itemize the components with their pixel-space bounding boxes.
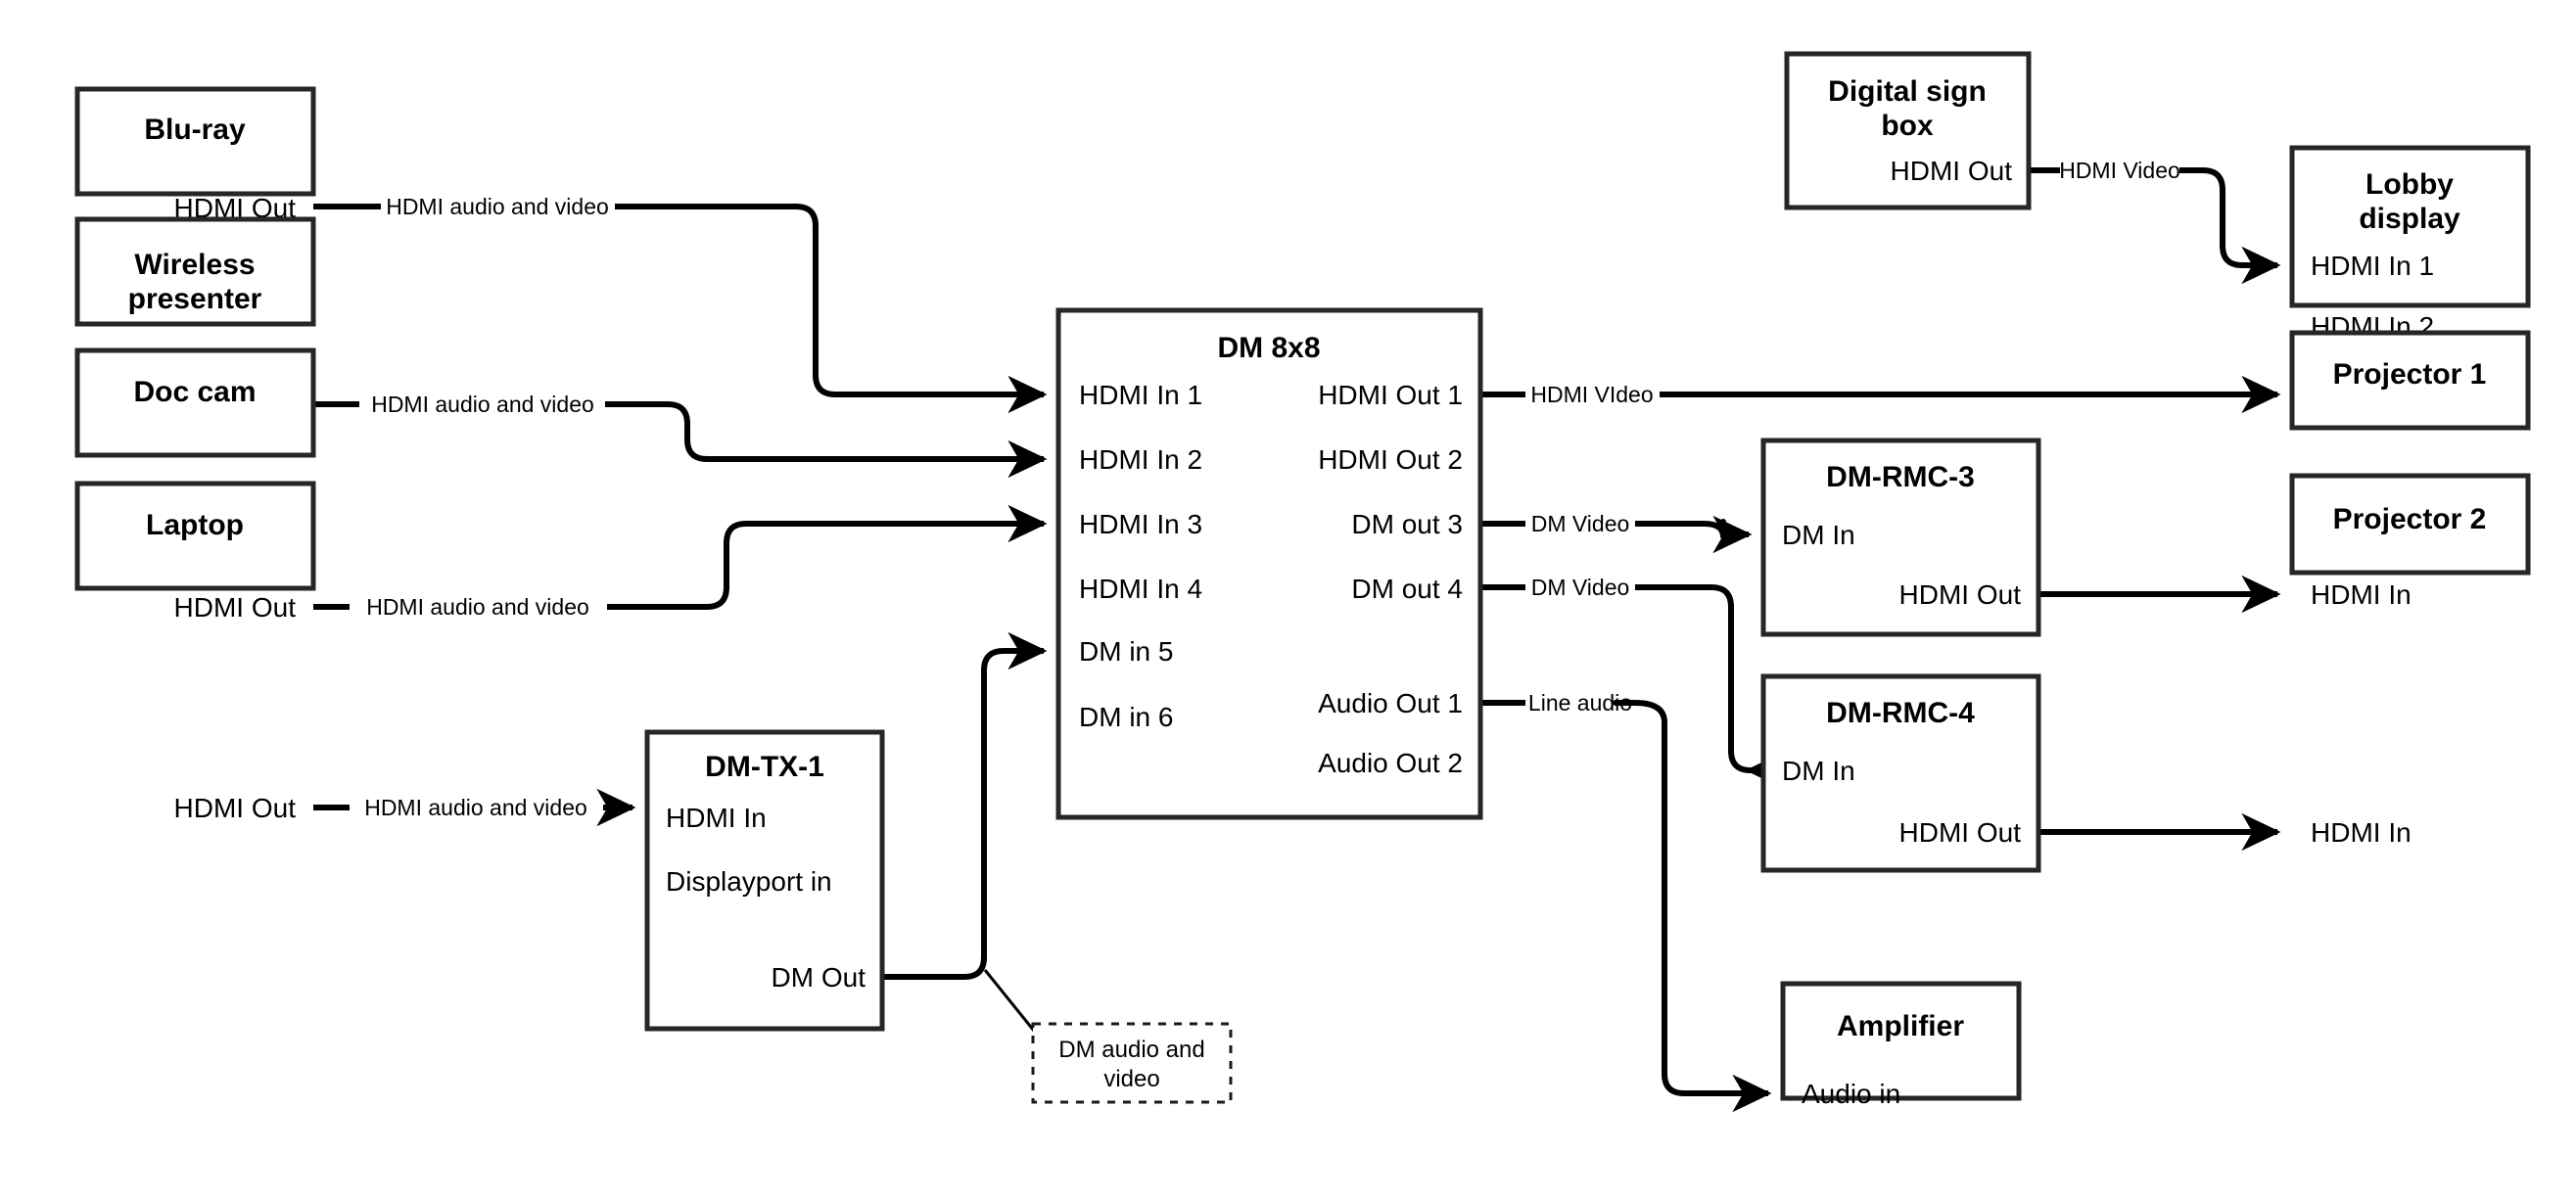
node-projector-1-title: Projector 1 bbox=[2333, 358, 2487, 391]
port-dm-rmc-3-dm-in: DM In bbox=[1782, 520, 1855, 550]
wire-label-dm-video-4: DM Video bbox=[1531, 575, 1630, 600]
node-amplifier[interactable]: Amplifier Audio in bbox=[1780, 981, 2022, 1109]
node-projector-1-rect[interactable] bbox=[2289, 330, 2531, 431]
connection-laptop-to-dmtx1: HDMI audio and video bbox=[313, 788, 636, 827]
node-bluray-rect[interactable] bbox=[74, 86, 316, 197]
node-projector-2-title: Projector 2 bbox=[2333, 503, 2487, 535]
port-laptop-hdmi-out: HDMI Out bbox=[174, 793, 297, 823]
port-digital-sign-box-hdmi-out: HDMI Out bbox=[1891, 156, 2013, 186]
node-dm-8x8-rect[interactable] bbox=[1055, 307, 1483, 820]
node-digital-sign-box-title-line1: Digital sign bbox=[1828, 75, 1987, 108]
node-lobby-display-title-line1: Lobby bbox=[2365, 168, 2454, 201]
node-laptop[interactable]: Laptop HDMI Out bbox=[74, 481, 316, 823]
node-doc-cam-title: Doc cam bbox=[133, 376, 256, 408]
node-projector-1[interactable]: Projector 1 HDMI In bbox=[2289, 330, 2531, 610]
connection-dm8x8-dmout4-to-rmc4: DM Video bbox=[1480, 575, 1785, 790]
port-lobby-display-hdmi-in-1: HDMI In 1 bbox=[2311, 251, 2434, 281]
node-laptop-title: Laptop bbox=[146, 509, 244, 541]
port-dm-rmc-3-hdmi-out: HDMI Out bbox=[1899, 579, 2022, 610]
wire-label-hdmi-av-3: HDMI audio and video bbox=[366, 594, 589, 620]
callout-dm-audio-and-video-line2: video bbox=[1103, 1066, 1159, 1092]
node-projector-2-rect[interactable] bbox=[2289, 473, 2531, 576]
port-doc-cam-hdmi-out: HDMI Out bbox=[174, 592, 297, 623]
port-dm-rmc-4-hdmi-out: HDMI Out bbox=[1899, 817, 2022, 848]
wire-segment bbox=[1635, 584, 1785, 790]
connection-dm8x8-dmout3-to-rmc3: DM Video bbox=[1480, 511, 1753, 554]
port-dm-8x8-hdmi-out-2: HDMI Out 2 bbox=[1318, 444, 1463, 475]
node-lobby-display-rect[interactable] bbox=[2289, 145, 2531, 308]
wire-segment bbox=[1635, 515, 1753, 554]
port-dm-8x8-hdmi-in-1: HDMI In 1 bbox=[1079, 380, 1202, 410]
port-projector-1-hdmi-in: HDMI In bbox=[2311, 579, 2412, 610]
node-digital-sign-box-rect[interactable] bbox=[1784, 51, 2032, 210]
port-dm-tx-1-hdmi-in: HDMI In bbox=[666, 803, 767, 833]
node-dm-rmc-3[interactable]: DM-RMC-3 DM In HDMI Out bbox=[1760, 438, 2041, 637]
port-dm-8x8-dm-out-4: DM out 4 bbox=[1351, 574, 1463, 604]
port-dm-8x8-audio-out-2: Audio Out 2 bbox=[1318, 748, 1463, 778]
node-amplifier-rect[interactable] bbox=[1780, 981, 2022, 1101]
callout-dm-audio-and-video: DM audio and video bbox=[1031, 1022, 1233, 1104]
node-laptop-rect[interactable] bbox=[74, 481, 316, 591]
wire-label-hdmi-av-2: HDMI audio and video bbox=[371, 392, 594, 417]
node-wireless-presenter-rect[interactable] bbox=[74, 216, 316, 327]
node-digital-sign-box-title-line2: box bbox=[1881, 110, 1934, 142]
wire-label-dm-video-3: DM Video bbox=[1531, 511, 1630, 536]
node-amplifier-title: Amplifier bbox=[1837, 1010, 1964, 1042]
wire-segment bbox=[615, 204, 1048, 414]
wire-segment bbox=[2179, 167, 2281, 285]
connection-dmtx1-to-dm8x8 bbox=[882, 631, 1048, 1037]
callout-dm-audio-and-video-rect bbox=[1031, 1022, 1233, 1104]
port-dm-8x8-dm-in-6: DM in 6 bbox=[1079, 702, 1173, 732]
connection-dm8x8-audioout1-to-amplifier: Line audio bbox=[1480, 690, 1772, 1113]
wire-label-line-audio: Line audio bbox=[1528, 690, 1632, 716]
connection-wireless-to-dm8x8: HDMI audio and video bbox=[313, 392, 1048, 479]
port-amplifier-audio-in: Audio in bbox=[1802, 1079, 1900, 1109]
callout-dm-audio-and-video-line1: DM audio and bbox=[1058, 1037, 1204, 1063]
port-dm-rmc-4-dm-in: DM In bbox=[1782, 756, 1855, 786]
wire-segment bbox=[605, 401, 1048, 479]
wire-segment bbox=[882, 631, 1048, 980]
connection-doccam-to-dm8x8: HDMI audio and video bbox=[313, 504, 1048, 620]
wire-segment bbox=[1613, 700, 1772, 1113]
node-dm-rmc-4-title: DM-RMC-4 bbox=[1826, 697, 1975, 729]
wire-label-hdmi-video-out1: HDMI VIdeo bbox=[1530, 382, 1653, 407]
node-dm-rmc-3-rect[interactable] bbox=[1760, 438, 2041, 637]
node-dm-tx-1-title: DM-TX-1 bbox=[705, 751, 824, 783]
node-wireless-presenter-title-line1: Wireless bbox=[134, 249, 255, 281]
node-wireless-presenter-title-line2: presenter bbox=[128, 283, 262, 315]
port-dm-8x8-hdmi-in-2: HDMI In 2 bbox=[1079, 444, 1202, 475]
connection-bluray-to-dm8x8: HDMI audio and video bbox=[313, 194, 1048, 414]
port-dm-8x8-dm-in-5: DM in 5 bbox=[1079, 636, 1173, 667]
node-bluray-title: Blu-ray bbox=[144, 114, 246, 146]
node-doc-cam-rect[interactable] bbox=[74, 347, 316, 458]
node-doc-cam[interactable]: Doc cam HDMI Out bbox=[74, 347, 316, 623]
node-dm-rmc-4[interactable]: DM-RMC-4 DM In HDMI Out bbox=[1760, 673, 2041, 873]
port-projector-2-hdmi-in: HDMI In bbox=[2311, 817, 2412, 848]
port-dm-8x8-audio-out-1: Audio Out 1 bbox=[1318, 688, 1463, 718]
wire-segment bbox=[607, 504, 1048, 610]
node-dm-tx-1-rect[interactable] bbox=[644, 729, 885, 1032]
connection-dm8x8-hdmiout1-to-lobby: HDMI VIdeo bbox=[1480, 375, 2281, 414]
port-dm-tx-1-dm-out: DM Out bbox=[772, 962, 866, 993]
node-dm-rmc-3-title: DM-RMC-3 bbox=[1826, 461, 1975, 493]
port-dm-tx-1-displayport-in: Displayport in bbox=[666, 866, 832, 897]
node-lobby-display-title-line2: display bbox=[2359, 203, 2460, 235]
node-dm-8x8-title: DM 8x8 bbox=[1217, 332, 1320, 364]
node-dm-rmc-4-rect[interactable] bbox=[1760, 673, 2041, 873]
port-dm-8x8-hdmi-in-3: HDMI In 3 bbox=[1079, 509, 1202, 539]
node-dm-8x8[interactable]: DM 8x8 HDMI In 1 HDMI In 2 HDMI In 3 HDM… bbox=[1055, 307, 1483, 820]
callout-leader-line bbox=[983, 969, 1040, 1037]
wire-label-hdmi-video-sign: HDMI Video bbox=[2059, 158, 2180, 183]
node-dm-tx-1[interactable]: DM-TX-1 HDMI In Displayport in DM Out bbox=[644, 729, 885, 1032]
wire-label-hdmi-av-1: HDMI audio and video bbox=[386, 194, 609, 219]
port-dm-8x8-dm-out-3: DM out 3 bbox=[1351, 509, 1463, 539]
connection-signbox-to-lobby: HDMI Video bbox=[2029, 158, 2281, 285]
port-dm-8x8-hdmi-out-1: HDMI Out 1 bbox=[1318, 380, 1463, 410]
node-projector-2[interactable]: Projector 2 HDMI In bbox=[2289, 473, 2531, 848]
node-digital-sign-box[interactable]: Digital sign box HDMI Out bbox=[1784, 51, 2032, 210]
wire-label-hdmi-av-4: HDMI audio and video bbox=[364, 795, 587, 820]
port-dm-8x8-hdmi-in-4: HDMI In 4 bbox=[1079, 574, 1202, 604]
